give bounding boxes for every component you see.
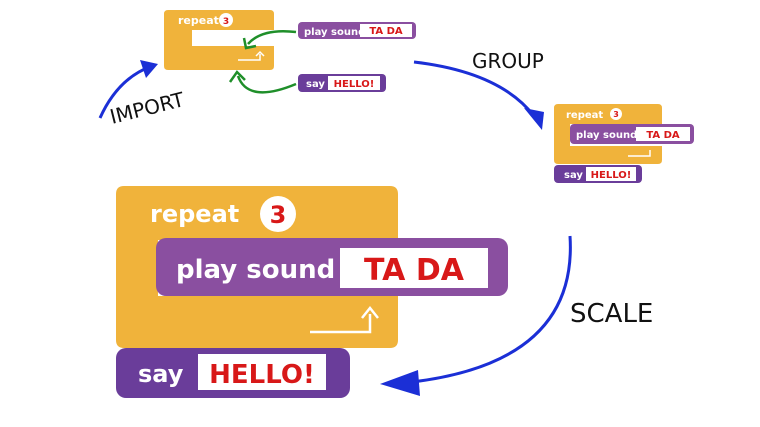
say-label-large: say [138, 360, 184, 388]
loop-arrow-large-head-icon [361, 305, 379, 319]
group-label: GROUP [472, 49, 544, 73]
scale-label: SCALE [570, 299, 653, 329]
say-label-grouped: say [564, 170, 583, 181]
loop-arrow-icon [238, 54, 261, 61]
repeat-block-small[interactable] [164, 10, 274, 70]
say-field-small[interactable] [328, 76, 380, 90]
repeat-label-small: repeat [178, 14, 219, 27]
repeat-count-bubble-small[interactable] [219, 13, 233, 27]
repeat-count-bubble-large[interactable] [260, 196, 296, 232]
green-arrow-play-head-icon [242, 37, 257, 50]
loop-arrow-head-icon [255, 50, 265, 57]
repeat-count-grouped: 3 [613, 110, 619, 119]
repeat-count-large: 3 [270, 201, 287, 229]
repeat-block-grouped[interactable] [554, 104, 662, 164]
repeat-label-large: repeat [150, 200, 239, 228]
play-sound-label-small: play sound [304, 27, 365, 38]
repeat-block-large[interactable] [116, 186, 398, 348]
play-sound-field-large[interactable] [340, 248, 488, 288]
say-field-grouped[interactable] [586, 167, 636, 181]
import-label: IMPORT [107, 87, 187, 129]
repeat-count-small: 3 [223, 17, 229, 27]
green-arrow-play-icon [247, 30, 297, 45]
repeat-count-bubble-grouped[interactable] [610, 108, 622, 120]
scale-stage: SCALE repeat 3 play sound TA DA say HELL… [116, 186, 653, 398]
scale-arrow-icon [411, 235, 572, 384]
say-label-small: say [306, 79, 325, 90]
play-sound-field-small[interactable] [360, 24, 412, 37]
import-stage: repeat 3 play sound TA DA say HELLO! IMP… [98, 10, 416, 129]
say-value-large: HELLO! [209, 360, 315, 390]
loop-arrow-large-icon [310, 314, 372, 334]
group-arrow-head-icon [524, 108, 544, 130]
play-sound-value-grouped: TA DA [646, 130, 680, 141]
say-value-small: HELLO! [334, 79, 375, 90]
group-arrow-icon [413, 60, 536, 117]
play-sound-label-large: play sound [176, 255, 335, 285]
play-sound-value-large: TA DA [364, 253, 465, 288]
scale-arrow-head-icon [380, 370, 420, 396]
play-sound-label-grouped: play sound [576, 130, 637, 141]
green-arrow-say-icon [236, 75, 297, 94]
repeat-label-grouped: repeat [566, 110, 603, 121]
play-sound-value-small: TA DA [369, 26, 403, 37]
play-sound-field-grouped[interactable] [636, 127, 690, 141]
say-field-large[interactable] [198, 354, 326, 390]
group-stage: GROUP repeat 3 play sound TA DA say HELL… [413, 49, 694, 183]
say-value-grouped: HELLO! [591, 170, 632, 181]
import-arrow-head-icon [140, 60, 158, 78]
green-arrow-say-head-icon [228, 70, 246, 83]
loop-arrow-grouped-icon [628, 150, 651, 157]
